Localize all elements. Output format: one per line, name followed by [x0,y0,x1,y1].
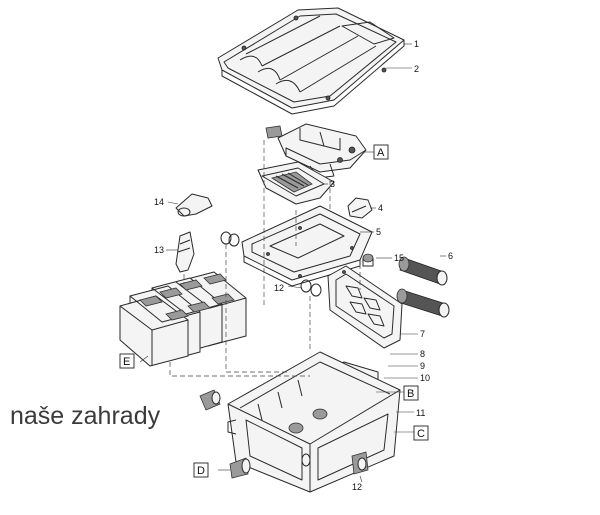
cap [347,197,373,219]
uvc-unit [265,123,367,179]
inlet [199,389,221,411]
part-number: 15 [394,253,404,263]
watermark-text: naše zahrady [10,402,161,430]
callout-box [403,385,419,401]
foam-rolls [396,256,450,318]
filter-blocks [119,271,247,367]
assembly-lines [169,140,361,377]
part-number: 6 [448,251,453,261]
callout-letter: E [123,356,130,368]
part-number: 3 [330,179,335,189]
callout-letter: B [407,388,414,400]
part-number: 13 [154,245,164,255]
fitting-13 [175,231,195,273]
callout-box [413,425,429,441]
callout-letter: C [417,428,425,440]
filter-frame [327,265,403,349]
part-number: 10 [420,373,430,383]
lid [217,7,405,115]
part-number: 11 [416,408,425,418]
callout-letter: D [197,465,205,477]
leader-lines [139,43,446,483]
filter-basket [257,161,335,205]
outlet-d [229,457,251,479]
callout-box [373,144,389,160]
part-number: 2 [414,64,419,74]
part-number: 12 [274,283,284,293]
fitting-12-lower [351,451,369,475]
callout-letter: A [377,147,385,159]
part-number: 4 [378,203,383,213]
nozzle [362,253,374,267]
part-number: 7 [420,329,425,339]
callout-box [119,353,135,369]
part-number: 9 [420,361,425,371]
part-numbers: 1 2 3 4 5 6 7 8 9 10 11 12 12 13 14 15 [154,39,453,492]
part-number: 1 [414,39,419,49]
part-number: 8 [420,349,425,359]
fitting-14 [175,193,213,217]
part-number: 12 [352,482,362,492]
part-number: 5 [376,227,381,237]
part-number: 14 [154,197,164,207]
callout-box [193,462,209,478]
callout-letters: A B C D E [119,144,429,478]
